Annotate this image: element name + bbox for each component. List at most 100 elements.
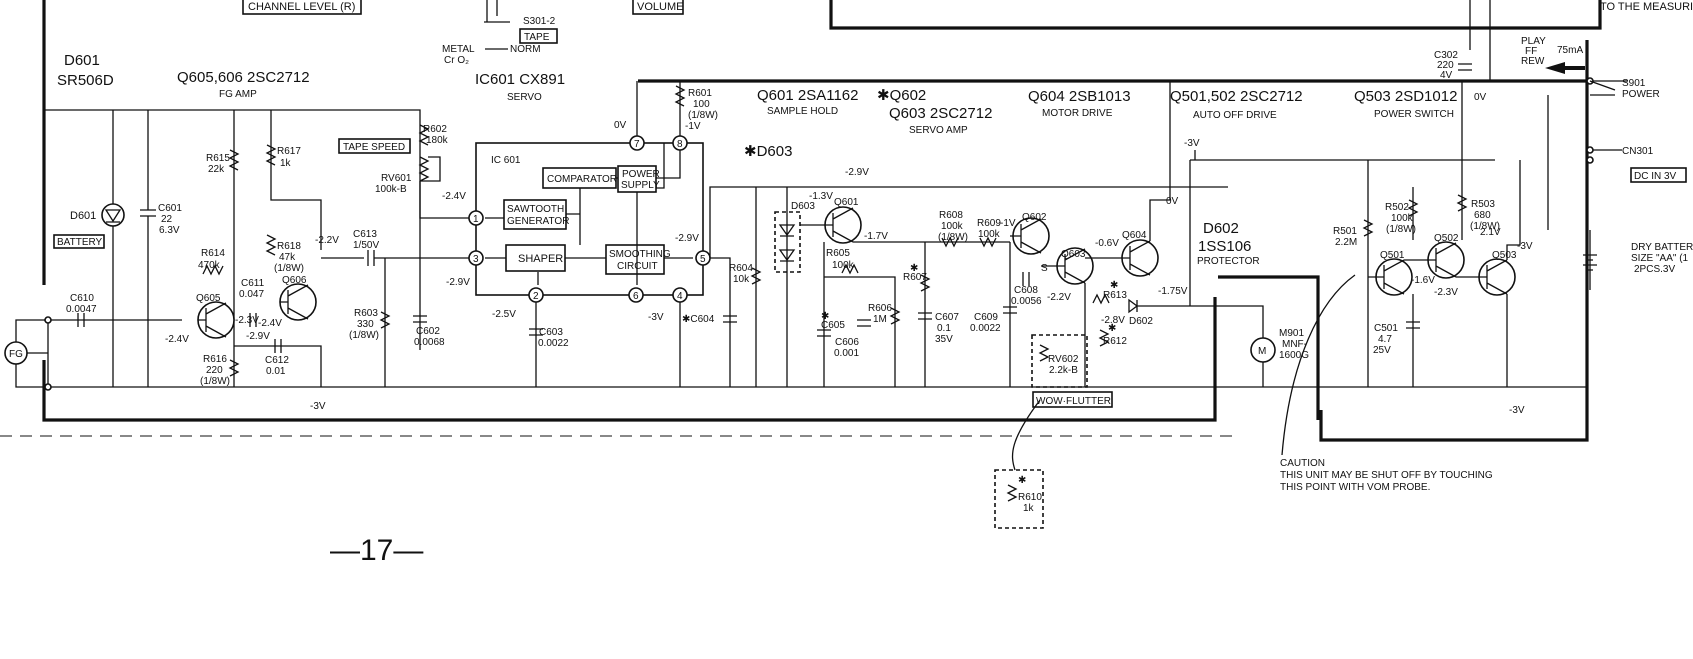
tape-speed-label-box (338, 138, 411, 154)
r601-label: R601 (688, 88, 712, 99)
fg-terminal-b (44, 383, 52, 391)
header-q602-title: ✱Q602 (877, 87, 926, 104)
c613-value: 1/50V (353, 240, 379, 251)
c302-label: C302 (1434, 50, 1458, 61)
svg-text:-1.3V: -1.3V (809, 191, 833, 202)
c607-label: C607 (935, 312, 959, 323)
c606-value: 0.001 (834, 348, 859, 359)
c613-label: C613 (353, 229, 377, 240)
svg-text:-0.6V: -0.6V (1095, 238, 1119, 249)
fg-terminal-a (44, 316, 52, 324)
volume-label-box (632, 0, 684, 15)
tape-switch-leads (484, 0, 510, 23)
svg-text:-1.7V: -1.7V (864, 231, 888, 242)
r604-value: 10k (733, 274, 750, 285)
q603-symbol (1041, 248, 1086, 284)
c302-symbol (1458, 63, 1472, 71)
c501-voltage: 25V (1373, 345, 1391, 356)
rv601-value: 100k-B (375, 184, 407, 195)
q602-symbol (1010, 218, 1042, 254)
shaper-block (505, 244, 566, 272)
c611-symbol (249, 313, 257, 327)
d603-diodes (778, 187, 796, 387)
r603-value: 330 (357, 319, 374, 330)
r609-symbol (979, 236, 997, 248)
r612-star: ✱ (1108, 323, 1116, 334)
r502-power: (1/8W) (1386, 224, 1416, 235)
svg-text:-2.4V: -2.4V (258, 318, 282, 329)
ic601-pins: 1 2 3 4 5 6 7 8 (468, 135, 711, 303)
r501-label: R501 (1333, 226, 1357, 237)
r502-symbol (1407, 187, 1419, 240)
r502-label: R502 (1385, 202, 1409, 213)
q604-symbol (1085, 81, 1171, 276)
r618-label: R618 (277, 241, 301, 252)
c501-value: 4.7 (1378, 334, 1392, 345)
svg-text:-2.9V: -2.9V (845, 167, 869, 178)
svg-text:-2.4V: -2.4V (442, 191, 466, 202)
q605-symbol (198, 302, 227, 338)
svg-text:8: 8 (677, 139, 683, 150)
c609-value: 0.0022 (970, 323, 1001, 334)
r617-symbol (265, 144, 277, 166)
rew-label: REW (1521, 56, 1545, 67)
rv601-lead (419, 181, 473, 219)
metal-label: METAL (442, 44, 475, 55)
right-outer-frame (1319, 40, 1589, 442)
r614-symbol (202, 264, 224, 276)
c302-voltage: 4V (1440, 70, 1453, 81)
c603-value: 0.0022 (538, 338, 569, 349)
r614-value: 470k (198, 260, 221, 271)
fg-leads (15, 319, 49, 388)
r613-symbol (1084, 283, 1110, 387)
c605-label: C605 (821, 320, 845, 331)
smoothing-label-1: SMOOTHING (609, 249, 671, 260)
rv602-value: 2.2k-B (1049, 365, 1078, 376)
cn301-label: CN301 (1622, 146, 1654, 157)
caution-pointer (1281, 274, 1356, 456)
q601-label: Q601 (834, 197, 859, 208)
rv602-symbol (1038, 344, 1050, 362)
svg-text:5: 5 (700, 254, 706, 265)
c605-symbol (817, 329, 831, 337)
c613-symbol (321, 250, 473, 266)
c604-symbol (723, 315, 737, 323)
direction-arrow (1545, 62, 1585, 74)
r610-value: 1k (1023, 503, 1035, 514)
norm-label: NORM (510, 44, 541, 55)
header-d601-title: D601 (64, 52, 100, 69)
r608-value: 100k (941, 221, 964, 232)
r605-value: 100k (832, 260, 855, 271)
top-leads (1469, 0, 1491, 80)
c606-label: C606 (835, 337, 859, 348)
header-auto-off-sub: AUTO OFF DRIVE (1193, 110, 1277, 121)
channel-level-label: CHANNEL LEVEL (R) (248, 1, 355, 13)
svg-text:4: 4 (677, 291, 683, 302)
header-auto-off-title: Q501,502 2SC2712 (1170, 88, 1303, 105)
battery-label: BATTERY (57, 237, 103, 248)
header-motor-drive-sub: MOTOR DRIVE (1042, 108, 1113, 119)
r618-symbol (265, 234, 277, 256)
c607-voltage: 35V (935, 334, 953, 345)
s301-label: S301-2 (523, 16, 556, 27)
header-servo-amp-sub: SERVO AMP (909, 125, 968, 136)
svg-text:-3V: -3V (1509, 405, 1525, 416)
c609-symbol (1003, 242, 1017, 387)
r609-label: R609 (977, 218, 1001, 229)
wow-flutter-label-box (1032, 391, 1113, 408)
d602-small-diode (1128, 298, 1139, 314)
c601-symbol (140, 110, 156, 387)
top-frame (829, 0, 1602, 30)
fg-label: FG (9, 349, 23, 360)
header-d601-sub: SR506D (57, 72, 114, 89)
rv601-symbol (418, 156, 441, 182)
cn301-terminal-a (1586, 146, 1594, 154)
d602-part: 1SS106 (1198, 238, 1251, 255)
r610-lead (1011, 399, 1041, 471)
svg-text:-1V: -1V (685, 121, 701, 132)
c602-label: C602 (416, 326, 440, 337)
cro2-label: Cr O₂ (444, 55, 469, 66)
r615-symbol (228, 149, 240, 171)
r601-value: 100 (693, 99, 710, 110)
c611-value: 0.047 (239, 289, 264, 300)
